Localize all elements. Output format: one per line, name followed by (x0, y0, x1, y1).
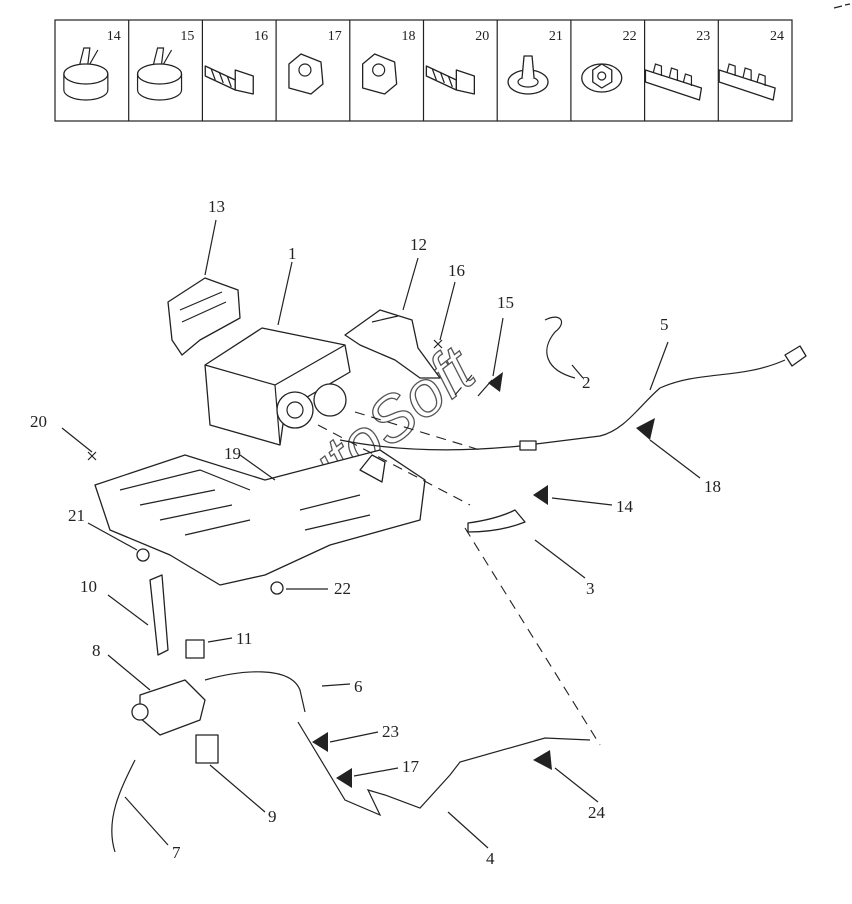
header-cell-number: 15 (180, 29, 194, 44)
parts-header-strip: 14 15 16 17 18 20 21 22 23 24 (54, 19, 793, 122)
callout-5: 5 (660, 315, 669, 334)
canister-tray (94, 449, 426, 586)
callout-7: 7 (172, 843, 181, 862)
callout-18: 18 (704, 477, 721, 496)
header-cell-16: 16 (201, 20, 268, 121)
flange-nut (270, 581, 284, 595)
vapour-pipe (339, 345, 807, 451)
callout-13: 13 (208, 197, 225, 216)
corner-mark (833, 3, 851, 9)
connection-dashed-line (354, 411, 481, 451)
callout-24: 24 (588, 803, 606, 822)
pipe-clip-icon (288, 53, 324, 95)
header-cell-17: 17 (275, 20, 342, 121)
header-cell-number: 21 (549, 29, 563, 44)
elbow-hose (467, 509, 526, 533)
clip-arrows (312, 372, 655, 788)
grommet-icon (507, 55, 549, 95)
callout-2: 2 (582, 373, 591, 392)
arrow-marker-14 (533, 485, 548, 505)
callout-10: 10 (80, 577, 97, 596)
callout-19: 19 (224, 444, 241, 463)
header-cell-number: 24 (770, 29, 784, 44)
header-cell-24: 24 (717, 20, 784, 121)
heat-shield (167, 277, 241, 356)
header-cell-20: 20 (422, 20, 489, 121)
connection-dashed-line (464, 527, 601, 746)
bolt-marker (433, 339, 443, 349)
callout-16: 16 (448, 261, 465, 280)
header-cell-number: 16 (254, 29, 268, 44)
header-cell-number: 20 (475, 29, 489, 44)
intake-hose (111, 759, 136, 853)
multi-pipe-clip-icon (718, 63, 776, 101)
callout-20: 20 (30, 412, 47, 431)
header-cell-14: 14 (63, 29, 121, 101)
header-cell-number: 17 (328, 29, 342, 44)
header-cell-number: 18 (402, 29, 416, 44)
callout-23: 23 (382, 722, 399, 741)
header-cell-21: 21 (496, 20, 563, 121)
callout-4: 4 (486, 849, 495, 868)
callout-labels: 1 2 3 4 5 6 7 8 9 10 11 12 13 14 15 16 1… (30, 197, 721, 868)
callout-15: 15 (497, 293, 514, 312)
hose-clamp-icon (63, 47, 109, 101)
callout-8: 8 (92, 641, 101, 660)
vent-hose (544, 316, 576, 379)
purge-valve (131, 574, 219, 764)
multi-pipe-clip-icon (644, 63, 703, 101)
connection-dashed-line (454, 374, 473, 396)
header-cell-23: 23 (643, 20, 710, 121)
grommet (136, 548, 150, 562)
flange-nut-icon (581, 63, 623, 93)
callout-14: 14 (616, 497, 634, 516)
charcoal-canister (204, 327, 351, 446)
leader-lines (61, 219, 701, 849)
hose-clamp-icon (136, 47, 183, 101)
header-cell-number: 23 (696, 29, 710, 44)
callout-21: 21 (68, 506, 85, 525)
callout-12: 12 (410, 235, 427, 254)
callout-6: 6 (354, 677, 363, 696)
flange-bolt-icon (425, 65, 475, 95)
header-cell-number: 22 (623, 29, 637, 44)
purge-hose (204, 671, 306, 713)
arrow-marker-23 (312, 732, 328, 752)
connection-dashed-line (317, 424, 471, 506)
canister-bracket (344, 309, 441, 379)
header-cell-18: 18 (349, 20, 416, 121)
arrow-marker-18 (636, 418, 655, 440)
callout-11: 11 (236, 629, 252, 648)
callout-17: 17 (402, 757, 420, 776)
flange-bolt-icon (204, 65, 254, 95)
callout-1: 1 (288, 244, 297, 263)
header-cell-number: 14 (107, 29, 121, 44)
callout-9: 9 (268, 807, 277, 826)
callout-22: 22 (334, 579, 351, 598)
arrow-marker-17 (336, 768, 352, 788)
callout-3: 3 (586, 579, 595, 598)
header-cell-15: 15 (128, 20, 194, 121)
arrow-marker-15 (488, 372, 503, 392)
pipe-clip-icon (362, 53, 398, 95)
lower-vapour-pipe (297, 721, 591, 817)
arrow-marker-24 (533, 750, 552, 770)
header-cell-22: 22 (570, 20, 637, 121)
bolt-marker (87, 451, 97, 461)
